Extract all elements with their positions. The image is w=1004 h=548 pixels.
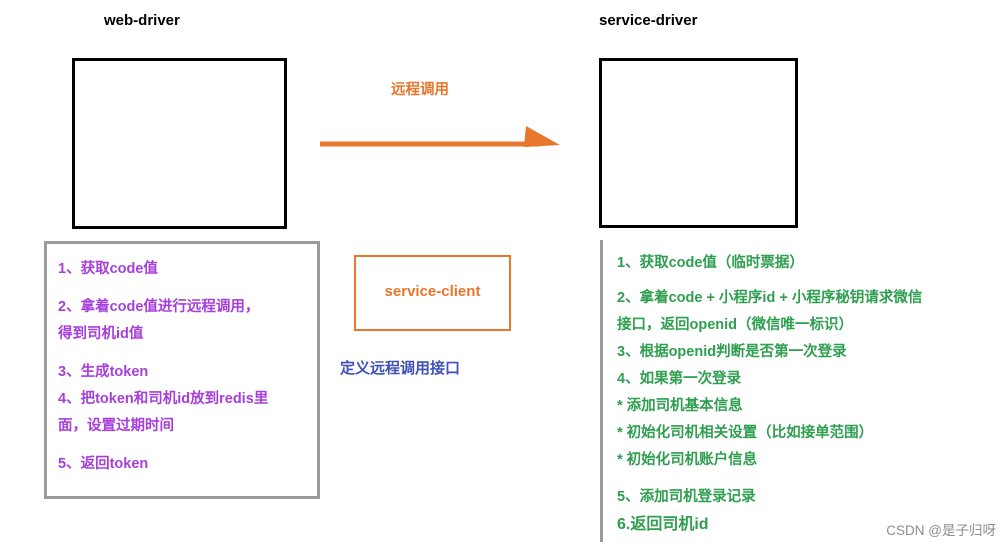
list-item: 4、如果第一次登录 bbox=[617, 371, 742, 387]
service-driver-title: service-driver bbox=[599, 12, 698, 29]
list-item: 1、获取code值 bbox=[58, 261, 158, 277]
list-item: * 添加司机基本信息 bbox=[617, 398, 743, 414]
remote-call-arrow-icon bbox=[318, 120, 568, 160]
service-client-label: service-client bbox=[384, 283, 481, 300]
list-item: 5、返回token bbox=[58, 456, 149, 472]
list-item: 4、把token和司机id放到redis里 bbox=[58, 391, 269, 407]
web-driver-title: web-driver bbox=[104, 12, 180, 29]
list-item: * 初始化司机账户信息 bbox=[617, 452, 758, 468]
web-driver-steps-panel bbox=[44, 241, 320, 499]
list-item: 3、生成token bbox=[58, 364, 149, 380]
list-item: 面，设置过期时间 bbox=[58, 418, 174, 434]
csdn-watermark: CSDN @是子归呀 bbox=[886, 523, 996, 538]
spacer bbox=[617, 277, 997, 285]
spacer bbox=[58, 440, 320, 451]
service-driver-steps-list: 1、获取code值（临时票据） 2、拿着code + 小程序id + 小程序秘钥… bbox=[617, 250, 997, 538]
web-driver-steps-list: 1、获取code值 2、拿着code值进行远程调用， 得到司机id值 3、生成t… bbox=[58, 256, 320, 478]
list-item: 得到司机id值 bbox=[58, 326, 144, 342]
remote-call-label: 远程调用 bbox=[391, 82, 449, 98]
service-driver-steps-panel bbox=[600, 240, 607, 542]
list-item: 3、根据openid判断是否第一次登录 bbox=[617, 344, 847, 360]
list-item: 接口，返回openid（微信唯一标识） bbox=[617, 317, 854, 333]
service-client-box: service-client bbox=[354, 255, 511, 331]
spacer bbox=[58, 348, 320, 359]
service-driver-box bbox=[599, 58, 798, 228]
list-item: * 初始化司机相关设置（比如接单范围） bbox=[617, 425, 874, 441]
list-item: 1、获取code值（临时票据） bbox=[617, 255, 804, 271]
list-item: 6.返回司机id bbox=[617, 516, 709, 533]
service-client-caption: 定义远程调用接口 bbox=[340, 360, 461, 377]
list-item: 5、添加司机登录记录 bbox=[617, 489, 756, 505]
spacer bbox=[617, 474, 997, 484]
list-item: 2、拿着code + 小程序id + 小程序秘钥请求微信 bbox=[617, 290, 923, 306]
list-item: 2、拿着code值进行远程调用， bbox=[58, 299, 260, 315]
spacer bbox=[58, 283, 320, 294]
web-driver-box bbox=[72, 58, 287, 229]
